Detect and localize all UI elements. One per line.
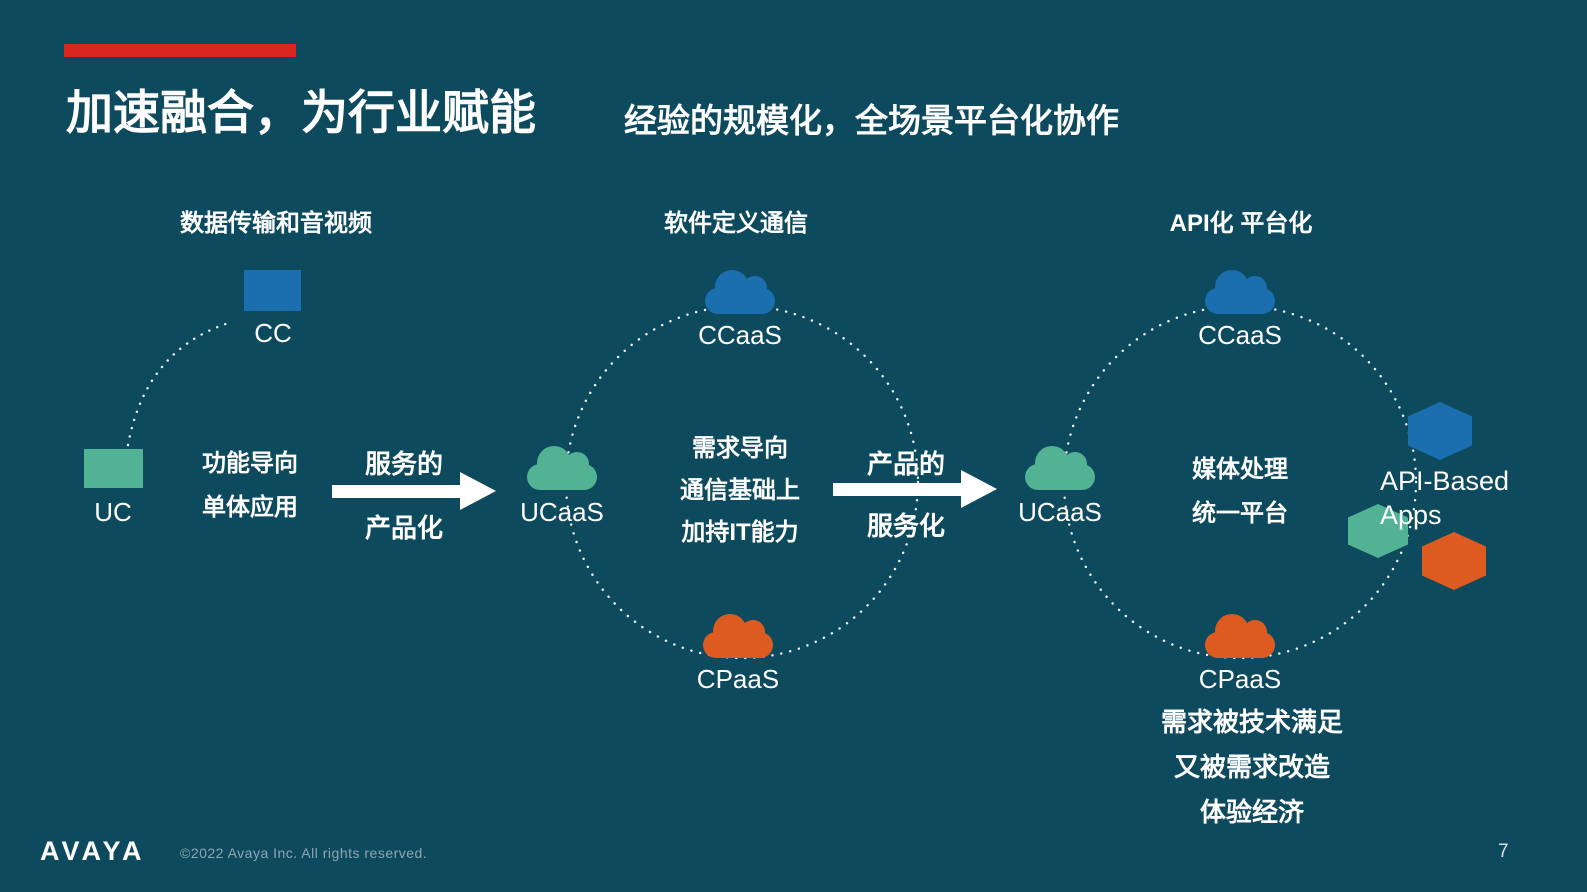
stage3-header: API化 平台化 <box>1169 210 1313 237</box>
arrow1-shaft <box>332 484 460 498</box>
stage3-cpaas-label: CPaaS <box>1198 664 1282 694</box>
stage2-desc-line3: 加持IT能力 <box>681 519 799 546</box>
stage3-bottom-line1: 需求被技术满足 <box>1160 707 1344 737</box>
api-hexagon-orange-icon <box>1422 532 1486 590</box>
stage1-desc-line1: 功能导向 <box>202 450 298 477</box>
stage2-ccaas-label: CCaaS <box>698 320 782 350</box>
arrow2-top-label: 产品的 <box>866 449 946 479</box>
stage2-header: 软件定义通信 <box>664 210 808 237</box>
accent-red-bar <box>64 44 296 57</box>
stage2-desc-line1: 需求导向 <box>692 435 788 462</box>
arrow2-head <box>961 470 997 508</box>
slide-title: 加速融合，为行业赋能 <box>66 86 536 139</box>
stage1-description: 功能导向 单体应用 <box>202 442 298 530</box>
cc-label: CC <box>254 318 292 348</box>
stage3-ccaas-label: CCaaS <box>1198 320 1282 350</box>
arrow2-right-arrow-icon <box>833 470 997 508</box>
stage2-description: 需求导向 通信基础上 加持IT能力 <box>680 428 800 554</box>
slide-subtitle: 经验的规模化，全场景平台化协作 <box>624 102 1119 139</box>
stage3-ucaas-cloud-icon <box>1025 446 1095 490</box>
api-hexagon-teal-icon <box>1348 504 1408 558</box>
uc-square-icon <box>84 449 143 488</box>
stage2-cpaas-label: CPaaS <box>696 664 780 694</box>
stage3-ucaas-label: UCaaS <box>1018 497 1102 527</box>
stage3-bottom-text: 需求被技术满足 又被需求改造 体验经济 <box>1161 700 1343 835</box>
stage3-bottom-line3: 体验经济 <box>1199 797 1305 827</box>
api-based-apps-label: API-Based Apps <box>1380 466 1510 530</box>
uc-label: UC <box>94 497 132 527</box>
stage3-description: 媒体处理 统一平台 <box>1192 448 1288 536</box>
stage1-header: 数据传输和音视频 <box>180 210 372 237</box>
arrow1-right-arrow-icon <box>332 472 496 510</box>
page-number: 7 <box>1498 841 1509 862</box>
cc-square-icon <box>244 270 301 311</box>
stage2-ucaas-label: UCaaS <box>520 497 604 527</box>
arrow1-head <box>460 472 496 510</box>
stage3-desc-line1: 媒体处理 <box>1192 456 1288 483</box>
stage2-ucaas-cloud-icon <box>527 446 597 490</box>
stage2-desc-line2: 通信基础上 <box>680 477 800 504</box>
stage1-desc-line2: 单体应用 <box>202 494 298 521</box>
arrow2-shaft <box>833 482 961 496</box>
arrow1-bottom-label: 产品化 <box>364 513 444 543</box>
arrow2-bottom-label: 服务化 <box>866 511 946 541</box>
stage2-ccaas-cloud-icon <box>705 270 775 314</box>
stage3-ccaas-cloud-icon <box>1205 270 1275 314</box>
stage1-dotted-arc <box>126 320 234 447</box>
stage3-bottom-line2: 又被需求改造 <box>1173 752 1331 782</box>
avaya-logo: AVAYA <box>40 836 146 866</box>
copyright-text: ©2022 Avaya Inc. All rights reserved. <box>180 845 428 861</box>
stage2-cpaas-cloud-icon <box>703 614 773 658</box>
stage3-desc-line2: 统一平台 <box>1192 500 1288 527</box>
arrow1-top-label: 服务的 <box>364 449 444 479</box>
stage3-cpaas-cloud-icon <box>1205 614 1275 658</box>
